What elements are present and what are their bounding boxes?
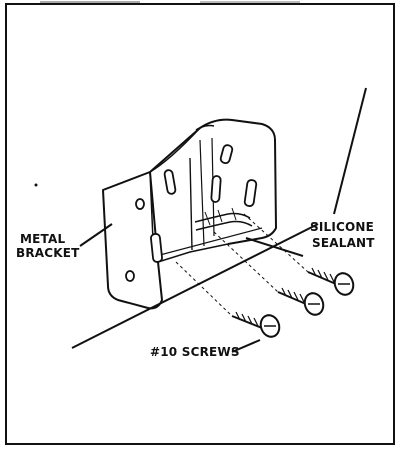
scan-speck: [34, 183, 38, 187]
metal-bracket-leader: [79, 223, 113, 247]
metal-bracket-label-line1: METAL: [20, 232, 66, 246]
diagram-border: [5, 3, 395, 445]
sealant-leader-diagonal: [333, 87, 367, 215]
sealant-leader: [245, 237, 304, 257]
silicone-sealant-label-line2: SEALANT: [312, 236, 375, 250]
sealant-bead: [194, 207, 253, 231]
screw-paths: [175, 213, 309, 317]
silicone-sealant-label-line1: SILICONE: [310, 220, 375, 234]
screws-label: #10 SCREWS: [150, 345, 240, 359]
screws-leader: [231, 339, 261, 353]
bracket-back-plate: [149, 118, 277, 245]
mounting-surface-line: [71, 223, 319, 349]
bracket-left-plate: [102, 171, 163, 310]
metal-bracket-label-line2: BRACKET: [16, 246, 80, 260]
screw-3: [307, 267, 355, 296]
screw-1: [231, 311, 281, 338]
screw-2: [277, 287, 325, 316]
bracket-holes: [125, 144, 258, 282]
